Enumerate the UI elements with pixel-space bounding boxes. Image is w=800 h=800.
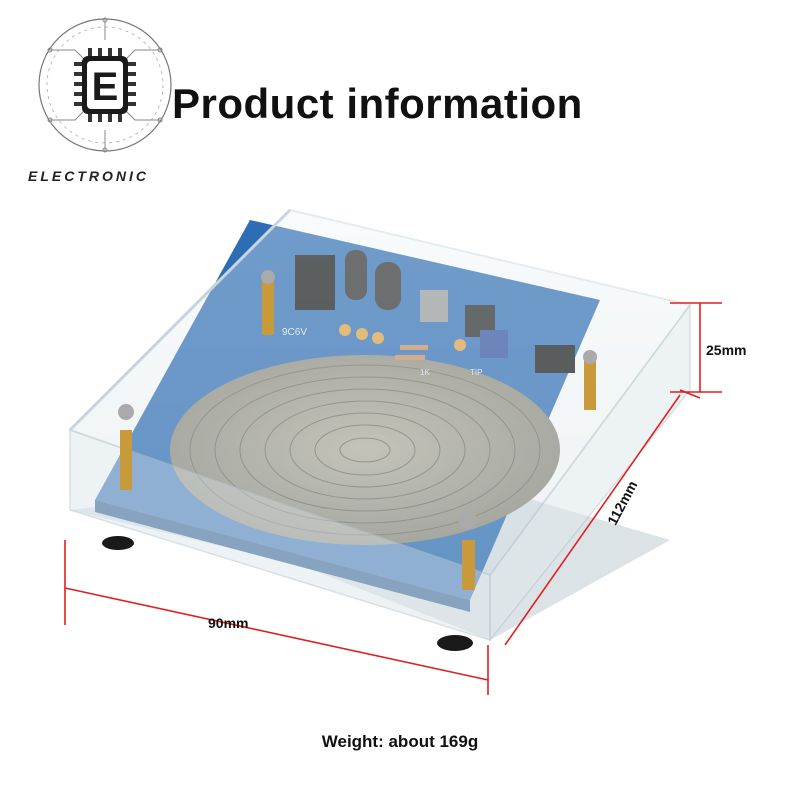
logo-letter: E [92,65,119,109]
brand-logo: E ELECTRONIC [22,10,182,184]
height-dimension: 25mm [706,342,747,358]
rubber-foot [437,635,473,651]
dimension-lines [64,302,722,695]
product-image: 9C6V TIP 1K [64,208,722,695]
acrylic-case [68,208,692,643]
logo-text: ELECTRONIC [28,168,149,184]
brass-standoffs [118,270,597,590]
page-title: Product information [172,80,583,127]
chip-logo-icon: E [38,17,172,153]
weight-label: Weight: about 169g [321,732,479,751]
width-dimension: 90mm [208,615,249,631]
rubber-foot [102,536,134,550]
